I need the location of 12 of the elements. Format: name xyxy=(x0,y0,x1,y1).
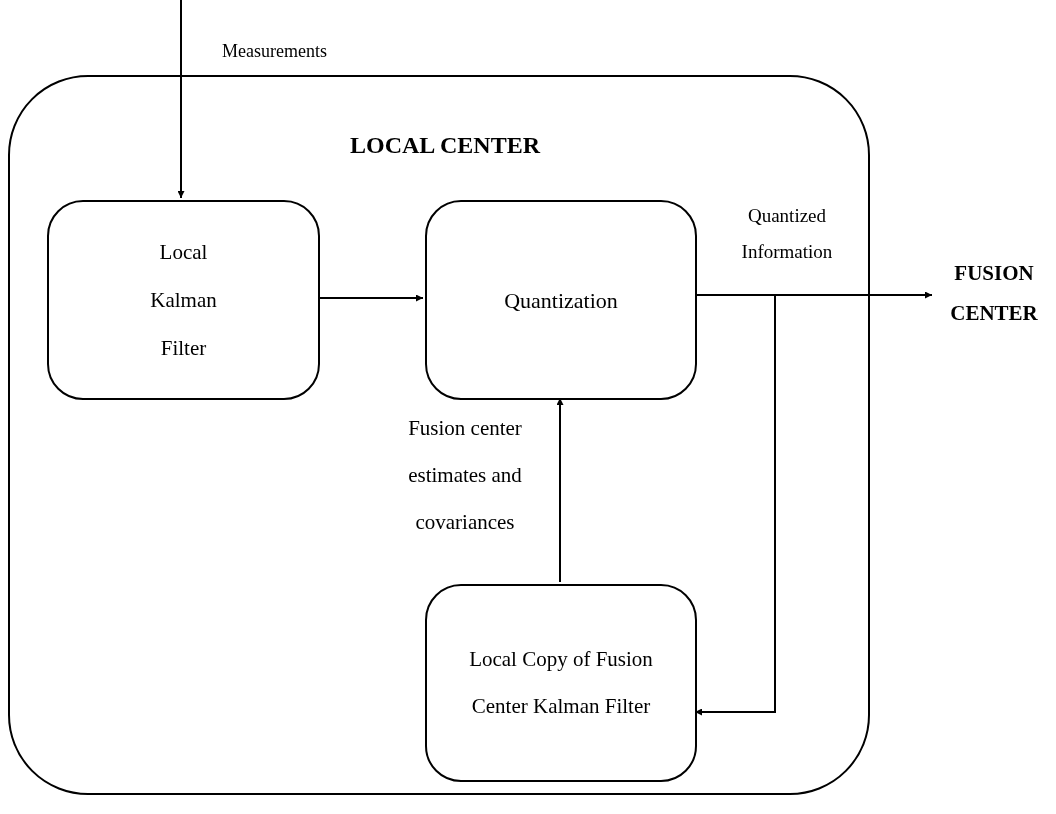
node-label: Local Kalman Filter xyxy=(149,239,218,362)
node-label: FUSION CENTER xyxy=(949,260,1039,327)
container-title: LOCAL CENTER xyxy=(348,131,542,160)
node-label: Local Copy of Fusion Center Kalman Filter xyxy=(468,646,654,720)
arrow xyxy=(556,397,564,583)
node-label: Quantization xyxy=(504,286,618,315)
process-box xyxy=(47,200,320,400)
arrow xyxy=(177,0,185,199)
process-box xyxy=(425,200,697,400)
process-box xyxy=(425,584,697,782)
arrow xyxy=(694,294,776,716)
arrow xyxy=(317,294,424,302)
